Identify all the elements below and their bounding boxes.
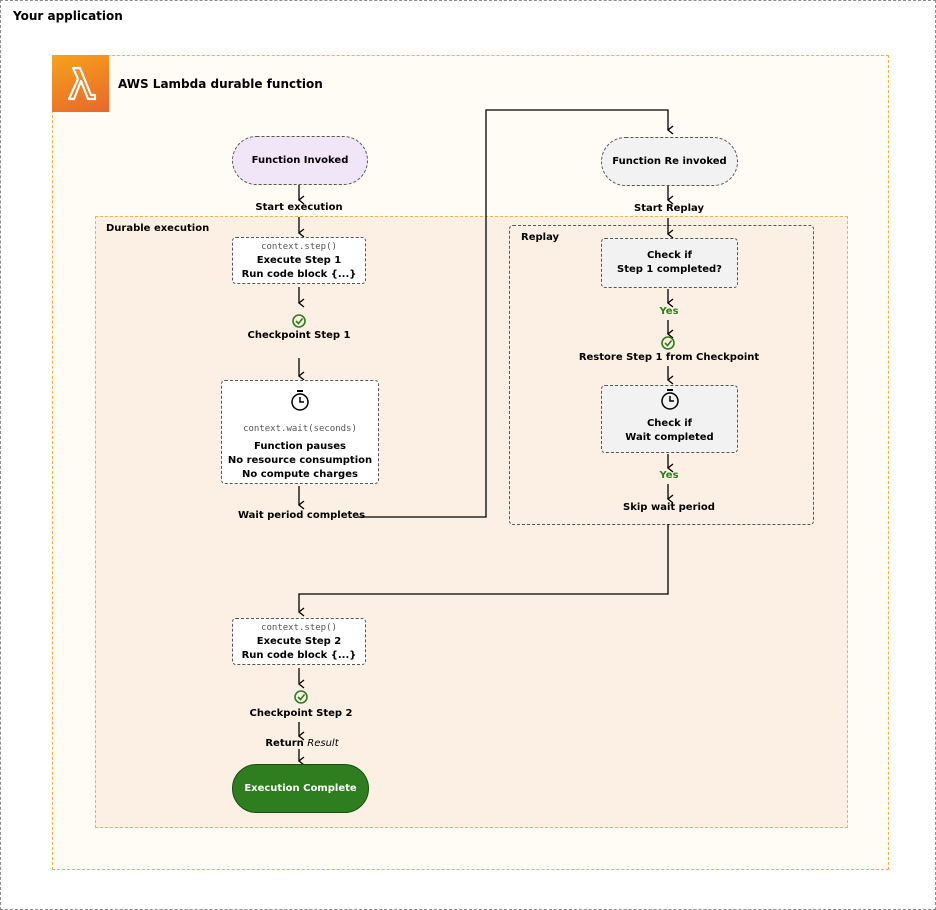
function-reinvoked-node: Function Re invoked: [601, 137, 738, 186]
checkpoint-step-2-label: Checkpoint Step 2: [249, 708, 353, 719]
checkpoint-1-check-icon: [292, 314, 306, 328]
result-label: Result: [307, 738, 339, 749]
check-2-line-2: Wait completed: [625, 432, 714, 443]
step-2-title: Execute Step 2: [256, 636, 342, 647]
start-replay-label: Start Replay: [634, 203, 704, 214]
wait-code: context.wait(seconds): [243, 424, 357, 434]
lambda-title: AWS Lambda durable function: [118, 77, 323, 91]
skip-wait-period-label: Skip wait period: [623, 502, 715, 513]
stopwatch-icon: [660, 389, 679, 410]
check-1-line-2: Step 1 completed?: [617, 264, 722, 275]
check-wait-node: Check if Wait completed: [601, 385, 738, 453]
checkpoint-step-1-label: Checkpoint Step 1: [247, 330, 351, 341]
check-1-line-1: Check if: [646, 250, 693, 261]
return-result-label: Return Result: [252, 738, 352, 749]
function-invoked-node: Function Invoked: [232, 136, 368, 185]
step-2-code: context.step(): [261, 623, 337, 633]
application-title: Your application: [13, 9, 123, 23]
start-execution-label: Start execution: [255, 202, 343, 213]
step-1-code: context.step(): [261, 242, 337, 252]
wait-node: context.wait(seconds) Function pauses No…: [221, 380, 379, 484]
step-1-title: Execute Step 1: [256, 255, 342, 266]
execute-step-2-node: context.step() Execute Step 2 Run code b…: [232, 618, 366, 665]
step-2-description: Run code block {...}: [241, 650, 357, 661]
execute-step-1-node: context.step() Execute Step 1 Run code b…: [232, 237, 366, 284]
execution-complete-node: Execution Complete: [232, 764, 369, 813]
durable-execution-title: Durable execution: [106, 223, 210, 234]
lambda-icon: [52, 55, 109, 112]
wait-line-2: No resource consumption: [227, 455, 373, 466]
restore-step-1-label: Restore Step 1 from Checkpoint: [578, 352, 760, 363]
checkpoint-2-check-icon: [294, 690, 308, 704]
restore-check-icon: [661, 336, 675, 350]
yes-label-1: Yes: [659, 306, 679, 317]
replay-title: Replay: [521, 232, 560, 243]
check-step-1-node: Check if Step 1 completed?: [601, 238, 738, 288]
return-label: Return: [265, 738, 304, 749]
step-1-description: Run code block {...}: [241, 269, 357, 280]
wait-period-completes-label: Wait period completes: [238, 510, 366, 521]
check-2-line-1: Check if: [646, 418, 693, 429]
wait-line-3: No compute charges: [242, 469, 358, 480]
wait-line-1: Function pauses: [254, 441, 346, 452]
stopwatch-icon: [291, 390, 309, 411]
yes-label-2: Yes: [659, 470, 679, 481]
